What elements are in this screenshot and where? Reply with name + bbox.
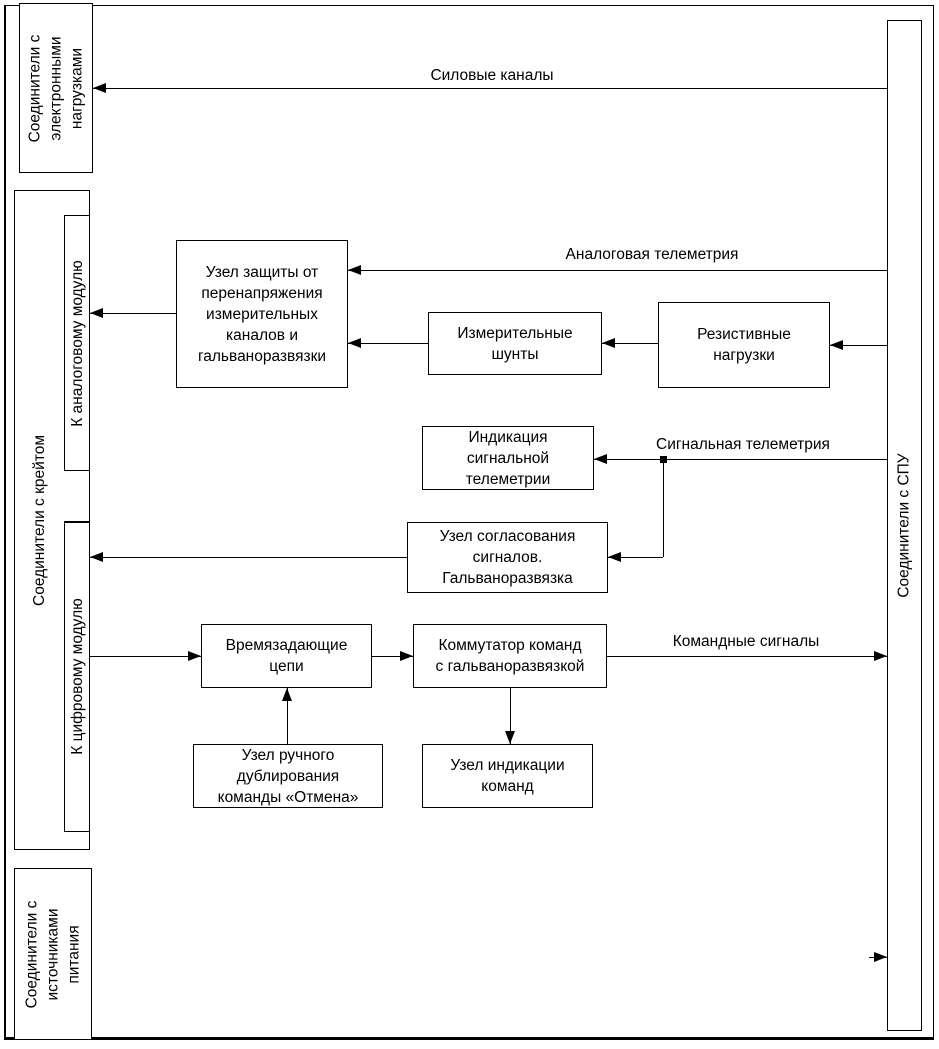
arrowhead-up-icon [282,688,292,701]
connector-analog-module-box [64,215,90,471]
arrowhead-left-icon [348,265,361,275]
line-timing-to-switch [372,656,413,657]
arrowhead-left-icon [594,454,607,464]
line-protection-to-analog-module [90,313,176,314]
block-signal-indication: Индикация сигнальной телеметрии [422,426,594,490]
connector-digital-module-label-wrap: К цифровому модулю [64,521,90,832]
line-command-signals [607,656,887,657]
arrowhead-left-icon [608,552,621,562]
arrowhead-down-icon [505,731,515,744]
line-analog-telemetry [348,270,887,271]
block-command-indication: Узел индикации команд [422,744,593,808]
connector-electronic-loads-label: Соединители с электронными нагрузками [26,34,86,142]
line-signal-branch-to-matching [608,557,663,558]
arrowhead-right-icon [188,651,201,661]
line-shunts-to-protection [348,343,428,344]
arrowhead-left-icon [90,308,103,318]
line-matching-to-digital-module [90,557,407,558]
block-measuring-shunts: Измерительные шунты [428,312,602,375]
block-manual-backup: Узел ручного дублирования команды «Отмен… [193,744,383,808]
block-resistive-loads: Резистивные нагрузки [658,302,830,388]
label-signal-telemetry: Сигнальная телеметрия [626,436,860,454]
block-signal-matching: Узел согласования сигналов. Гальваноразв… [407,522,608,593]
line-signal-branch-vertical [663,459,664,557]
diagram-outer-frame [4,5,934,1040]
connector-crate-label: Соединители с крейтом [30,434,48,606]
arrowhead-right-icon [400,651,413,661]
line-signal-telemetry [594,459,887,460]
connector-electronic-loads-box [19,3,93,173]
connector-power-sources-box [14,868,92,1040]
line-switch-to-indication [510,688,511,744]
block-protection-unit: Узел защиты от перенапряжения измеритель… [176,240,348,388]
block-command-switch: Коммутатор команд с гальваноразвязкой [413,624,607,688]
connector-digital-module-label: К цифровому модулю [68,598,86,755]
block-timing-circuits: Времязадающие цепи [201,624,372,688]
line-power-channels [93,88,887,89]
label-analog-telemetry: Аналоговая телеметрия [535,246,769,264]
connector-power-sources-label: Соединители с источниками питания [23,900,83,1008]
arrowhead-left-icon [93,83,106,93]
arrowhead-right-icon [874,651,887,661]
label-command-signals: Командные сигналы [629,633,863,651]
line-spu-to-loads [830,345,887,346]
connector-analog-module-label: К аналоговому модулю [68,259,86,427]
connector-power-sources-label-wrap: Соединители с источниками питания [14,868,92,1040]
arrowhead-left-icon [830,340,843,350]
connector-spu-box [887,20,922,1031]
connector-digital-module-box [64,521,90,832]
line-loads-to-shunts [602,343,658,344]
arrowhead-right-icon [874,952,887,962]
line-digital-module-to-timing [90,656,201,657]
connector-crate-label-wrap: Соединители с крейтом [14,190,64,850]
connector-spu-label-wrap: Соединители с СПУ [887,20,922,1031]
arrowhead-left-icon [602,338,615,348]
connector-analog-module-label-wrap: К аналоговому модулю [64,215,90,471]
arrowhead-left-icon [348,338,361,348]
label-power-channels: Силовые каналы [380,67,604,85]
connector-spu-label: Соединители с СПУ [896,453,914,598]
connector-electronic-loads-label-wrap: Соединители с электронными нагрузками [19,3,93,173]
arrowhead-left-icon [90,552,103,562]
line-manual-to-timing [287,688,288,744]
